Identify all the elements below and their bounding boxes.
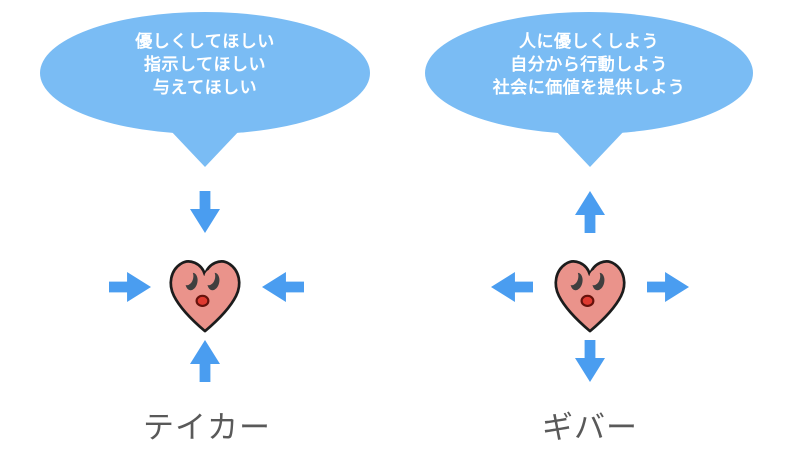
mouth-icon (580, 294, 595, 308)
left-eye-highlight (182, 269, 194, 286)
taker-label: テイカー (143, 410, 271, 445)
taker-bubble-line-2: 指示してほしい (144, 54, 266, 74)
taker-heart-character (169, 260, 241, 333)
arrow-up-icon (190, 340, 220, 382)
right-eye-highlight (204, 269, 216, 286)
taker-speech-bubble: 優しくしてほしい 指示してほしい 与えてほしい (40, 12, 370, 134)
arrow-left-icon (491, 272, 533, 302)
arrow-right-icon (109, 272, 151, 302)
taker-bubble-tail (170, 130, 240, 167)
giver-bubble-line-1: 人に優しくしよう (519, 31, 659, 51)
giver-bubble-line-2: 自分から行動しよう (510, 54, 668, 74)
arrow-right-icon (647, 272, 689, 302)
giver-speech-bubble: 人に優しくしよう 自分から行動しよう 社会に価値を提供しよう (425, 12, 753, 134)
taker-bubble-line-1: 優しくしてほしい (135, 31, 275, 51)
arrow-down-icon (575, 340, 605, 382)
giver-bubble-line-3: 社会に価値を提供しよう (492, 77, 686, 97)
left-eye-highlight (567, 269, 579, 286)
mouth-icon (195, 294, 210, 308)
taker-bubble-line-3: 与えてほしい (152, 77, 258, 97)
arrow-down-icon (190, 191, 220, 233)
arrow-left-icon (262, 272, 304, 302)
giver-bubble-tail (555, 130, 625, 167)
right-eye-highlight (589, 269, 601, 286)
giver-label: ギバー (542, 410, 638, 445)
arrow-up-icon (575, 191, 605, 233)
giver-heart-character (554, 260, 626, 333)
